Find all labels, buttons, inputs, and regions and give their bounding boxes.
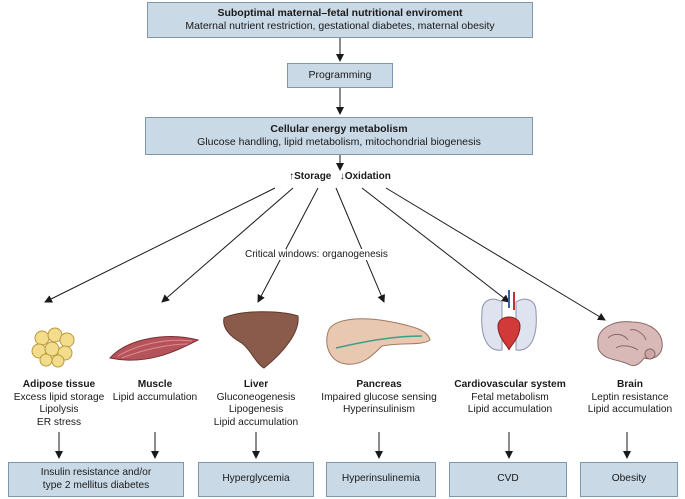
liver-icon — [223, 311, 299, 369]
outcome-obesity: Obesity — [580, 462, 678, 497]
outcome-cvd: CVD — [449, 462, 567, 497]
brain-line-1: Leptin resistance — [591, 391, 669, 403]
arrow-to-brain — [385, 187, 606, 321]
maternal-environment-subtitle: Maternal nutrient restriction, gestation… — [185, 20, 495, 32]
arrow-to-pancreas — [335, 187, 385, 303]
outcome-obesity-text: Obesity — [611, 473, 647, 485]
liver-line-3: Lipid accumulation — [213, 416, 299, 428]
liver-line-1: Gluconeogenesis — [216, 391, 296, 403]
adipose-line-2: Lipolysis — [39, 404, 79, 415]
pancreas-line-2: Hyperinsulinism — [343, 404, 415, 415]
liver-line-2: Lipogenesis — [228, 404, 284, 415]
arrow-to-liver — [257, 187, 319, 303]
outcome-hyperinsulinemia-text: Hyperinsulinemia — [341, 473, 421, 485]
outcome-hyperglycemia: Hyperglycemia — [198, 462, 314, 497]
critical-windows-label: Critical windows: organogenesis — [243, 249, 390, 260]
outcome-hyperinsulinemia: Hyperinsulinemia — [326, 462, 436, 497]
liver-label: Liver Gluconeogenesis Lipogenesis Lipid … — [200, 379, 312, 429]
muscle-line-1: Lipid accumulation — [112, 391, 198, 403]
outcome-insulin-line-2: type 2 mellitus diabetes — [42, 479, 150, 491]
muscle-title: Muscle — [137, 379, 173, 390]
brain-line-2: Lipid accumulation — [587, 404, 673, 415]
storage-label: ↑Storage — [289, 171, 332, 182]
outcome-hyperglycemia-text: Hyperglycemia — [222, 473, 290, 485]
storage-oxidation-row: ↑Storage ↓Oxidation — [260, 171, 420, 184]
pancreas-icon — [326, 318, 431, 365]
brain-label: Brain Leptin resistance Lipid accumulati… — [578, 379, 682, 417]
outcome-insulin-resistance: Insulin resistance and/or type 2 mellitu… — [8, 462, 184, 497]
brain-title: Brain — [616, 379, 644, 390]
programming-label: Programming — [308, 69, 372, 81]
pancreas-line-1: Impaired glucose sensing — [321, 391, 437, 403]
adipose-title: Adipose tissue — [22, 379, 96, 390]
maternal-environment-box: Suboptimal maternal–fetal nutritional en… — [147, 2, 533, 38]
outcome-cvd-text: CVD — [497, 473, 519, 485]
arrow-to-muscle — [161, 187, 294, 303]
adipose-line-1: Excess lipid storage — [13, 391, 105, 403]
heart-lungs-icon — [481, 290, 537, 351]
maternal-environment-title: Suboptimal maternal–fetal nutritional en… — [217, 7, 463, 19]
muscle-icon — [109, 336, 200, 361]
arrow-to-adipose — [44, 187, 276, 303]
programming-box: Programming — [287, 63, 393, 88]
cellular-metabolism-title: Cellular energy metabolism — [270, 123, 408, 135]
adipose-label: Adipose tissue Excess lipid storage Lipo… — [0, 379, 118, 429]
cardiovascular-line-2: Lipid accumulation — [467, 404, 553, 415]
cellular-metabolism-subtitle: Glucose handling, lipid metabolism, mito… — [197, 136, 481, 148]
adipose-cells-icon — [31, 327, 75, 368]
brain-icon — [597, 321, 663, 367]
cardiovascular-title: Cardiovascular system — [454, 379, 566, 390]
oxidation-label: ↓Oxidation — [339, 171, 391, 182]
pancreas-title: Pancreas — [356, 379, 402, 390]
adipose-line-3: ER stress — [36, 416, 82, 428]
cardiovascular-line-1: Fetal metabolism — [471, 391, 549, 403]
cardiovascular-label: Cardiovascular system Fetal metabolism L… — [448, 379, 572, 417]
cellular-metabolism-box: Cellular energy metabolism Glucose handl… — [145, 117, 533, 155]
muscle-label: Muscle Lipid accumulation — [100, 379, 210, 404]
liver-title: Liver — [243, 379, 269, 390]
outcome-insulin-line-1: Insulin resistance and/or — [40, 467, 152, 478]
arrow-to-cardiovascular — [361, 187, 510, 303]
pancreas-label: Pancreas Impaired glucose sensing Hyperi… — [312, 379, 446, 417]
